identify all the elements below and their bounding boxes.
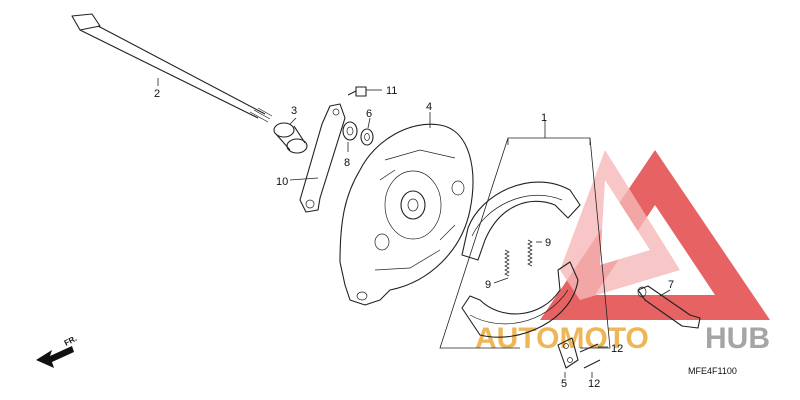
watermark-text-part1: AUTOMOTO — [475, 322, 649, 355]
nut-part-6 — [360, 128, 374, 146]
bolt-part-11 — [347, 86, 367, 97]
spring-part-9-lower — [504, 249, 510, 277]
callout-10: 10 — [276, 176, 288, 188]
callout-6: 6 — [366, 108, 372, 120]
brake-shoe-lower — [461, 261, 579, 338]
diagram-code: MFE4F1100 — [688, 366, 737, 376]
front-direction-label: FR. — [63, 334, 79, 348]
callouts: 1 2 3 4 5 6 7 8 9 9 10 11 12 12 — [154, 85, 674, 390]
callout-1: 1 — [541, 112, 547, 124]
pin-part-12-lower — [583, 359, 601, 369]
watermark-logo — [540, 150, 770, 320]
torque-link-part-10 — [299, 103, 346, 213]
watermark-text-part2: HUB — [705, 322, 770, 355]
brake-panel-part-4 — [339, 123, 474, 306]
callout-12-upper: 12 — [611, 343, 623, 355]
front-direction-arrow: FR. — [36, 334, 78, 368]
axle-part-2 — [71, 13, 273, 123]
callout-12-lower: 12 — [588, 378, 600, 390]
watermark-text: AUTOMOTO HUB — [475, 322, 770, 355]
callout-3: 3 — [291, 105, 297, 117]
plate-part-5 — [557, 337, 579, 369]
pin-part-12-upper — [579, 343, 599, 353]
callout-8: 8 — [344, 157, 350, 169]
callout-2: 2 — [154, 88, 160, 100]
callout-11: 11 — [386, 85, 397, 97]
collar-part-3 — [273, 122, 308, 154]
brake-cam-part-7 — [637, 285, 701, 329]
callout-4: 4 — [426, 101, 432, 113]
leader-lines — [157, 78, 671, 378]
callout-9-upper: 9 — [545, 237, 551, 249]
callout-5: 5 — [561, 378, 567, 390]
washer-part-8 — [342, 121, 358, 141]
callout-7: 7 — [668, 279, 674, 291]
spring-part-9-upper — [527, 239, 533, 267]
callout-9-lower: 9 — [485, 279, 491, 291]
brake-shoe-upper — [461, 181, 581, 261]
